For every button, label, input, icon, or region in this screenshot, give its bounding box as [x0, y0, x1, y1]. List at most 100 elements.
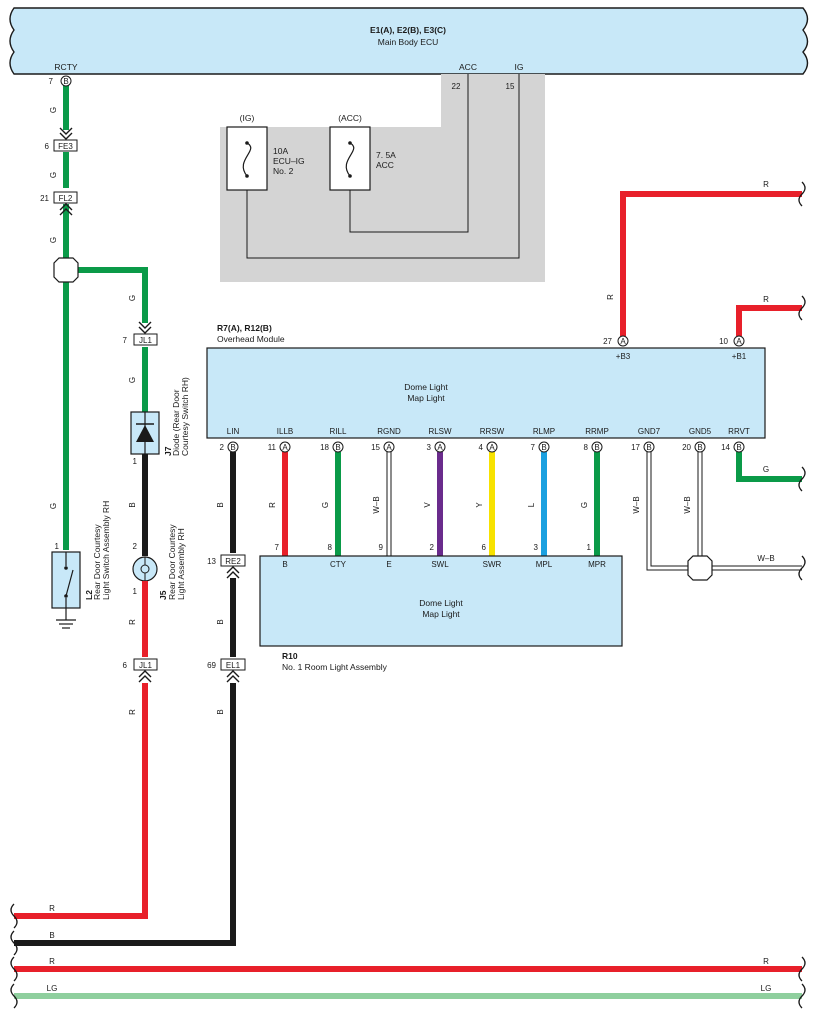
ecu-pin-acc-num: 22	[452, 82, 461, 91]
pin-rrvt: RRVT B 14	[721, 427, 750, 453]
wire-illb-red: R	[268, 452, 288, 556]
pin-num: 2	[220, 443, 225, 452]
wire-gnd-wb: W–B W–B W–B	[632, 452, 802, 581]
light-j5-line2: Light Assembly RH	[176, 528, 186, 600]
ecu-title: E1(A), E2(B), E3(C)	[370, 25, 446, 35]
connector-fl2-num: 21	[40, 194, 49, 203]
pin-num: 8	[584, 443, 589, 452]
pin-rill: RILL B 18	[320, 427, 347, 453]
wire-label-v: V	[423, 502, 432, 508]
bottom-wires: R R LG LG	[14, 957, 802, 999]
room-pin-name: MPL	[536, 560, 553, 569]
wire-red-left: R R R	[14, 581, 148, 919]
room-pin-num: 1	[587, 543, 592, 552]
diode-j7-pin: 1	[133, 457, 138, 466]
wire-rill-green: G	[321, 452, 341, 556]
room-light-id: R10	[282, 651, 298, 661]
connector-el1: EL1 69	[207, 658, 246, 683]
wire-label-wb: W–B	[632, 496, 641, 513]
wire-label-g: G	[580, 502, 589, 508]
wire-label-wb: W–B	[372, 496, 381, 513]
wire-label-r: R	[606, 294, 615, 300]
diode-j7: 1 J7 Diode (Rear Door Courtesy Switch RH…	[130, 377, 190, 466]
pin-num: 17	[631, 443, 640, 452]
overhead-title: R7(A), R12(B)	[217, 323, 272, 333]
room-pin-num: 7	[275, 543, 280, 552]
pin-name: RLMP	[533, 427, 555, 436]
wire-label-r: R	[49, 904, 55, 913]
pin-conn: A	[620, 337, 626, 346]
wire-label-r: R	[763, 295, 769, 304]
wire-label-b: B	[216, 709, 225, 714]
connector-fl2-name: FL2	[59, 194, 73, 203]
overhead-bottom-pins: LIN B 2 ILLB A 11 RILL B 18 RGND A 15 RL…	[220, 427, 750, 453]
wire-rlsw-violet: V	[423, 452, 443, 556]
pin-name: LIN	[227, 427, 240, 436]
pin-num: 4	[479, 443, 484, 452]
pin-num: 14	[721, 443, 730, 452]
pin-name: GND5	[689, 427, 712, 436]
fuse-acc: (ACC) 7. 5A ACC	[329, 113, 396, 191]
pin-conn: B	[697, 443, 702, 452]
switch-l2-pin: 1	[55, 542, 60, 551]
wire-rlmp-blue: L	[527, 452, 547, 556]
pin-conn: B	[646, 443, 651, 452]
pin-conn: B	[736, 443, 741, 452]
wire-label-wb: W–B	[757, 554, 774, 563]
fuse-ig-name2: No. 2	[273, 166, 294, 176]
pin-conn: A	[437, 443, 443, 452]
overhead-pin-b3: A 27 +B3	[603, 335, 631, 361]
room-pin-num: 9	[379, 543, 384, 552]
connector-jl1-top: JL1 7	[123, 321, 158, 346]
left-green-wire: G G G G G G	[49, 84, 148, 550]
connector-jl1-bottom-num: 6	[123, 661, 128, 670]
wire-label-r: R	[49, 957, 55, 966]
wire-label-b: B	[128, 502, 137, 507]
wire-label-g: G	[321, 502, 330, 508]
pin-illb: ILLB A 11	[268, 427, 293, 453]
room-light-assembly: Dome Light Map Light R10 No. 1 Room Ligh…	[259, 543, 623, 672]
room-pin-name: MPR	[588, 560, 606, 569]
pin-conn: A	[386, 443, 392, 452]
wire-label-g: G	[49, 172, 58, 178]
switch-l2-line1: Rear Door Courtesy	[92, 524, 102, 600]
pin-num: 10	[719, 337, 728, 346]
ecu-pin-rcty-label: RCTY	[54, 62, 77, 72]
connector-fe3-num: 6	[45, 142, 50, 151]
connector-el1-name: EL1	[226, 661, 241, 670]
room-light-body-line1: Dome Light	[419, 598, 463, 608]
pin-num: 3	[427, 443, 432, 452]
wire-label-g: G	[763, 465, 769, 474]
connector-jl1-top-num: 7	[123, 336, 128, 345]
light-j5-line1: Rear Door Courtesy	[167, 524, 177, 600]
wire-label-r: R	[128, 709, 137, 715]
switch-l2-id: L2	[84, 590, 94, 600]
fuse-panel: 22 15 (IG) 10A ECU–IG No. 2 (ACC) 7. 5A …	[220, 74, 545, 282]
pin-num: 27	[603, 337, 612, 346]
ecu-pin-rcty: B 7	[49, 75, 72, 87]
fuse-ig-name1: ECU–IG	[273, 156, 305, 166]
connector-jl1-bottom-name: JL1	[139, 661, 152, 670]
overhead-subtitle: Overhead Module	[217, 334, 285, 344]
wire-label-g: G	[128, 295, 137, 301]
wire-label-r: R	[763, 957, 769, 966]
room-pin-num: 2	[430, 543, 435, 552]
pin-conn: B	[230, 443, 235, 452]
main-body-ecu: E1(A), E2(B), E3(C) Main Body ECU RCTY A…	[9, 7, 809, 75]
light-j5-pin-top: 2	[133, 542, 138, 551]
wire-rrvt-green: G	[736, 452, 802, 482]
pin-conn: B	[594, 443, 599, 452]
connector-fl2: FL2 21	[40, 191, 78, 216]
light-j5: 2 1 J5 Rear Door Courtesy Light Assembly…	[132, 524, 186, 600]
wire-label-b: B	[49, 931, 54, 940]
pin-name: +B3	[616, 352, 631, 361]
room-pin-num: 8	[328, 543, 333, 552]
wire-label-r: R	[763, 180, 769, 189]
wire-label-r: R	[128, 619, 137, 625]
pin-rlmp: RLMP B 7	[531, 427, 555, 453]
pin-name: ILLB	[277, 427, 293, 436]
break-marks-right	[798, 181, 806, 1009]
connector-fe3-name: FE3	[58, 142, 73, 151]
light-j5-id: J5	[158, 590, 168, 600]
wire-label-l: L	[527, 502, 536, 507]
